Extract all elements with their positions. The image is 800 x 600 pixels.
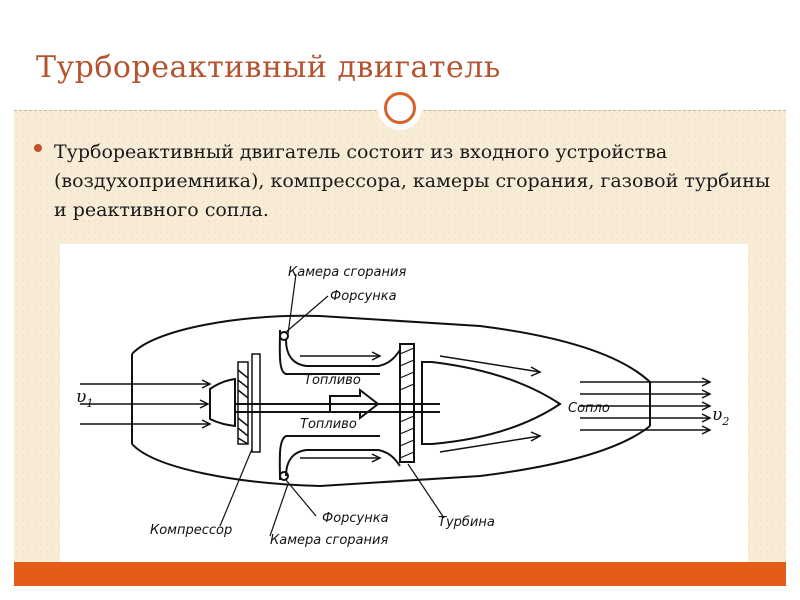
tail-cone	[421, 361, 562, 445]
injector-bottom-shape	[279, 471, 289, 481]
label-nozzle: Сопло	[568, 401, 610, 416]
slide-title: Турбореактивный двигатель	[36, 50, 501, 85]
label-v-out: υ2	[712, 405, 729, 428]
combustor-bottom	[285, 449, 401, 477]
label-fuel-top: Топливо	[304, 373, 361, 388]
airflow-arrows	[80, 351, 712, 463]
turbine-hatch	[399, 347, 415, 459]
body-text: Турбореактивный двигатель состоит из вхо…	[54, 141, 771, 221]
fuel-line-top	[278, 329, 380, 375]
circle-badge-icon	[378, 86, 422, 130]
slide: Турбореактивный двигатель Турбореактивны…	[14, 14, 786, 586]
label-fuel-bottom: Топливо	[300, 417, 357, 432]
label-chamber-top: Камера сгорания	[288, 265, 406, 280]
combustor-top	[285, 339, 401, 367]
label-chamber-bottom: Камера сгорания	[270, 533, 388, 548]
bullet-icon	[34, 144, 42, 152]
shaft-arrow	[329, 387, 380, 421]
label-injector-top: Форсунка	[330, 289, 397, 304]
turbine-disk	[399, 343, 415, 463]
label-v-in: υ1	[76, 387, 93, 410]
nacelle-top	[131, 314, 651, 383]
nacelle-bottom	[131, 425, 651, 488]
label-injector-bottom: Форсунка	[322, 511, 389, 526]
footer-bar	[14, 562, 786, 586]
injector-top-shape	[279, 331, 289, 341]
inlet-cone	[209, 377, 236, 428]
engine-diagram-svg: Камера сгорания Форсунка Топливо Топливо…	[76, 265, 729, 548]
label-turbine: Турбина	[438, 515, 495, 530]
leader-lines	[219, 273, 445, 537]
compressor-blades	[237, 353, 261, 453]
label-compressor: Компрессор	[150, 523, 232, 538]
engine-diagram: Камера сгорания Форсунка Топливо Топливо…	[60, 244, 748, 566]
